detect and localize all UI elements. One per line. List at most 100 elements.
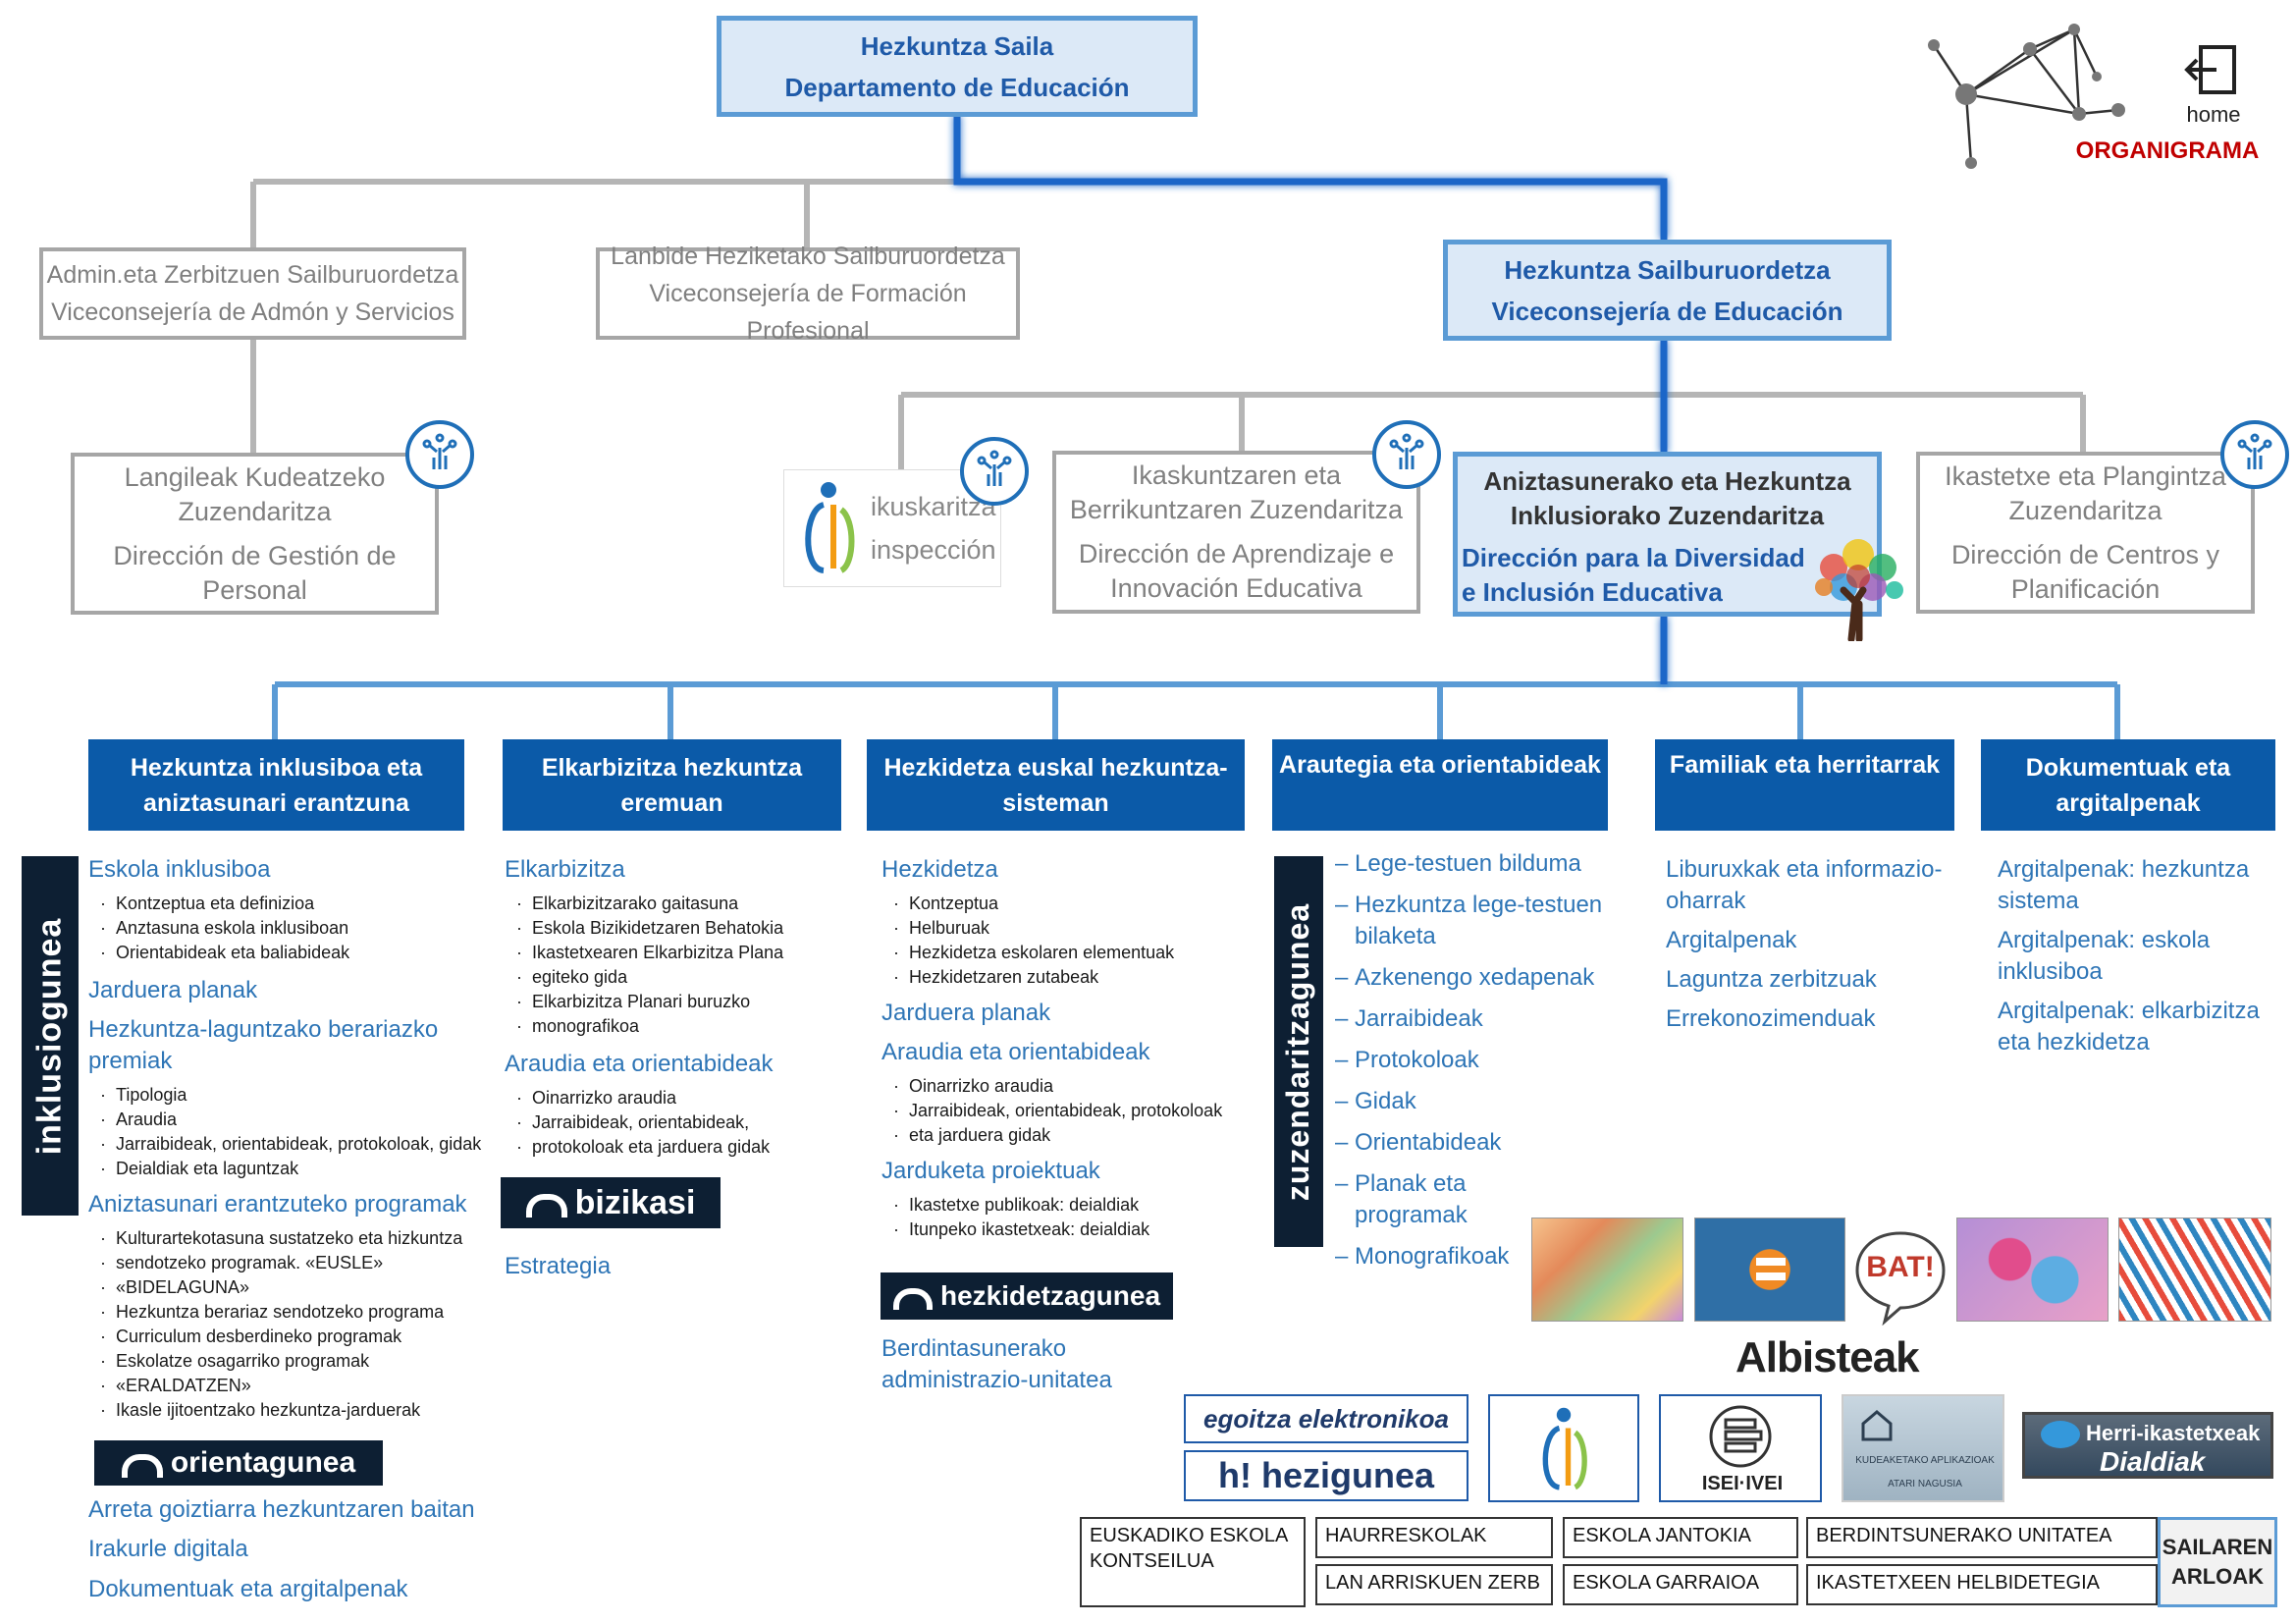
list-item[interactable]: Helburuak: [881, 916, 1255, 941]
news-thumbnail[interactable]: [2118, 1218, 2271, 1322]
list-item[interactable]: Eskola Bizikidetzaren Behatokia: [505, 916, 838, 941]
list-item-cont[interactable]: egiteko gida: [505, 965, 838, 990]
garraioa-box[interactable]: ESKOLA GARRAIOA: [1563, 1564, 1798, 1605]
list-item[interactable]: Eskolatze osagarriko programak: [88, 1349, 501, 1374]
list-item[interactable]: Elkarbizitzarako gaitasuna: [505, 892, 838, 916]
list-item[interactable]: Itunpeko ikastetxeak: deialdiak: [881, 1218, 1255, 1242]
link-estrategia[interactable]: Estrategia: [505, 1253, 612, 1279]
list-item[interactable]: Argitalpenak: hezkuntza: [1998, 856, 2250, 883]
list-item[interactable]: Kontzeptua: [881, 892, 1255, 916]
list-item-cont[interactable]: eta jarduera gidak: [881, 1123, 1255, 1148]
list-item[interactable]: Azkenengo xedapenak: [1335, 962, 1629, 994]
link-jarduketa[interactable]: Jarduketa proiektuak: [881, 1158, 1100, 1184]
list-item[interactable]: Argitalpenak: eskola: [1998, 927, 2211, 953]
herri-ikastetxeak-logo[interactable]: Herri-ikastetxeak Dialdiak: [2022, 1412, 2273, 1479]
list-item[interactable]: Jarraibideak, orientabideak,: [505, 1110, 838, 1135]
helbidetegia-box[interactable]: IKASTETXEEN HELBIDETEGIA: [1806, 1564, 2158, 1605]
category-elkarbizitza[interactable]: Elkarbizitza hezkuntza eremuan: [503, 739, 841, 831]
list-item-cont[interactable]: protokoloak eta jarduera gidak: [505, 1135, 838, 1160]
link-programak[interactable]: Aniztasunari erantzuteko programak: [88, 1191, 467, 1218]
isei-ivei-logo[interactable]: ISEI·IVEI: [1659, 1394, 1822, 1502]
list-item[interactable]: Orientabideak eta baliabideak: [88, 941, 501, 965]
lan-arriskuen-box[interactable]: LAN ARRISKUEN ZERB: [1315, 1564, 1553, 1605]
link-irakurle[interactable]: Irakurle digitala: [88, 1536, 248, 1562]
list-item[interactable]: Deialdiak eta laguntzak: [88, 1157, 501, 1181]
link-berdintasun-cont[interactable]: administrazio-unitatea: [881, 1367, 1112, 1393]
berdintsun-box[interactable]: BERDINTSUNERAKO UNITATEA: [1806, 1517, 2158, 1558]
list-item[interactable]: Planak eta: [1335, 1168, 1629, 1200]
dir-ikaskuntza-box[interactable]: Ikaskuntzaren eta Berrikuntzaren Zuzenda…: [1052, 451, 1420, 614]
list-item-cont[interactable]: monografikoa: [505, 1014, 838, 1039]
link-araudia[interactable]: Araudia eta orientabideak: [505, 1051, 774, 1077]
inklusiogunea-logo[interactable]: inklusiogunea: [22, 856, 79, 1216]
list-item[interactable]: Jarraibideak: [1335, 1003, 1629, 1035]
list-item[interactable]: Kulturartekotasuna sustatzeko eta hizkun…: [88, 1226, 501, 1251]
link-hezkidetza[interactable]: Hezkidetza: [881, 856, 998, 883]
list-item[interactable]: Orientabideak: [1335, 1127, 1629, 1159]
category-inklusiboa[interactable]: Hezkuntza inklusiboa eta aniztasunari er…: [88, 739, 464, 831]
list-item[interactable]: Anztasuna eskola inklusiboan: [88, 916, 501, 941]
link-premiak-cont[interactable]: premiak: [88, 1048, 173, 1074]
bat-badge[interactable]: BAT!: [1851, 1227, 1949, 1326]
link-araudia[interactable]: Araudia eta orientabideak: [881, 1039, 1150, 1065]
touch-icon[interactable]: [405, 420, 474, 489]
list-item[interactable]: Hezkuntza lege-testuen: [1335, 890, 1629, 921]
hezkidetzagunea-logo[interactable]: hezkidetzagunea: [881, 1272, 1173, 1320]
list-item[interactable]: Argitalpenak: [1666, 927, 1797, 953]
dir-ikastetxe-box[interactable]: Ikastetxe eta Plangintza Zuzendaritza Di…: [1916, 452, 2255, 614]
list-item[interactable]: Lege-testuen bilduma: [1335, 848, 1629, 880]
list-item[interactable]: Gidak: [1335, 1086, 1629, 1117]
touch-icon[interactable]: [960, 437, 1029, 506]
link-eskola-inklusiboa[interactable]: Eskola inklusiboa: [88, 856, 271, 883]
list-item-cont[interactable]: eta hezkidetza: [1998, 1029, 2150, 1056]
vice-admin-box[interactable]: Admin.eta Zerbitzuen Sailburuordetza Vic…: [39, 247, 466, 340]
list-item[interactable]: Tipologia: [88, 1083, 501, 1108]
category-hezkidetza[interactable]: Hezkidetza euskal hezkuntza- sisteman: [867, 739, 1245, 831]
touch-icon[interactable]: [1372, 420, 1441, 489]
list-item[interactable]: Curriculum desberdineko programak: [88, 1325, 501, 1349]
category-dokumentuak[interactable]: Dokumentuak eta argitalpenak: [1981, 739, 2275, 831]
dir-langileak-box[interactable]: Langileak Kudeatzeko Zuzendaritza Direcc…: [71, 453, 439, 615]
list-item[interactable]: Protokoloak: [1335, 1045, 1629, 1076]
home-icon[interactable]: [2183, 43, 2242, 98]
list-item-cont[interactable]: sendotzeko programak. «EUSLE»: [88, 1251, 501, 1275]
hezigunea-logo[interactable]: h! hezigunea: [1184, 1450, 1468, 1501]
albisteak-heading[interactable]: Albisteak: [1735, 1333, 1920, 1381]
top-department-box[interactable]: Hezkuntza Saila Departamento de Educació…: [717, 16, 1198, 117]
list-item[interactable]: Jarraibideak, orientabideak, protokoloak: [881, 1099, 1255, 1123]
list-item[interactable]: «BIDELAGUNA»: [88, 1275, 501, 1300]
link-jarduera-planak[interactable]: Jarduera planak: [88, 977, 258, 1003]
list-item-cont[interactable]: inklusiboa: [1998, 958, 2103, 985]
list-item-cont[interactable]: bilaketa: [1355, 923, 1436, 949]
news-thumbnail[interactable]: [1956, 1218, 2109, 1322]
link-elkarbizitza[interactable]: Elkarbizitza: [505, 856, 625, 883]
list-item[interactable]: Ikastetxearen Elkarbizitza Plana: [505, 941, 838, 965]
kudeaketa-logo[interactable]: KUDEAKETAKO APLIKAZIOAK ATARI NAGUSIA: [1842, 1394, 2004, 1502]
list-item[interactable]: Elkarbizitza Planari buruzko: [505, 990, 838, 1014]
category-arautegia[interactable]: Arautegia eta orientabideak: [1272, 739, 1608, 831]
sailaren-arloak-box[interactable]: SAILAREN ARLOAK: [2158, 1517, 2277, 1607]
dir-aniztasun-box[interactable]: Aniztasunerako eta Hezkuntza Inklusiorak…: [1453, 452, 1882, 617]
list-item[interactable]: Araudia: [88, 1108, 501, 1132]
news-thumbnail[interactable]: [1694, 1218, 1845, 1322]
list-item[interactable]: «ERALDATZEN»: [88, 1374, 501, 1398]
touch-icon[interactable]: [2220, 420, 2289, 489]
link-jarduera-planak[interactable]: Jarduera planak: [881, 1000, 1051, 1026]
list-item[interactable]: Oinarrizko araudia: [505, 1086, 838, 1110]
list-item[interactable]: Jarraibideak, orientabideak, protokoloak…: [88, 1132, 501, 1157]
list-item[interactable]: Laguntza zerbitzuak: [1666, 966, 1877, 993]
zuzendaritzagunea-logo[interactable]: zuzendaritzagunea: [1274, 856, 1323, 1247]
category-familiak[interactable]: Familiak eta herritarrak: [1655, 739, 1954, 831]
list-item-cont[interactable]: programak: [1355, 1202, 1468, 1228]
vice-lanbide-box[interactable]: Lanbide Heziketako Sailburuordetza Vicec…: [596, 243, 1020, 345]
jantokia-box[interactable]: ESKOLA JANTOKIA: [1563, 1517, 1798, 1558]
list-item[interactable]: Errekonozimenduak: [1666, 1005, 1876, 1032]
orientagunea-logo[interactable]: orientagunea: [94, 1440, 383, 1486]
list-item[interactable]: Kontzeptua eta definizioa: [88, 892, 501, 916]
list-item[interactable]: Monografikoak: [1335, 1241, 1629, 1272]
kontseilua-box[interactable]: EUSKADIKO ESKOLA KONTSEILUA: [1080, 1517, 1306, 1607]
list-item-cont[interactable]: oharrak: [1666, 888, 1746, 914]
vice-hezkuntza-box[interactable]: Hezkuntza Sailburuordetza Viceconsejería…: [1443, 240, 1892, 341]
list-item[interactable]: Hezkidetzaren zutabeak: [881, 965, 1255, 990]
list-item[interactable]: Liburuxkak eta informazio-: [1666, 856, 1943, 883]
